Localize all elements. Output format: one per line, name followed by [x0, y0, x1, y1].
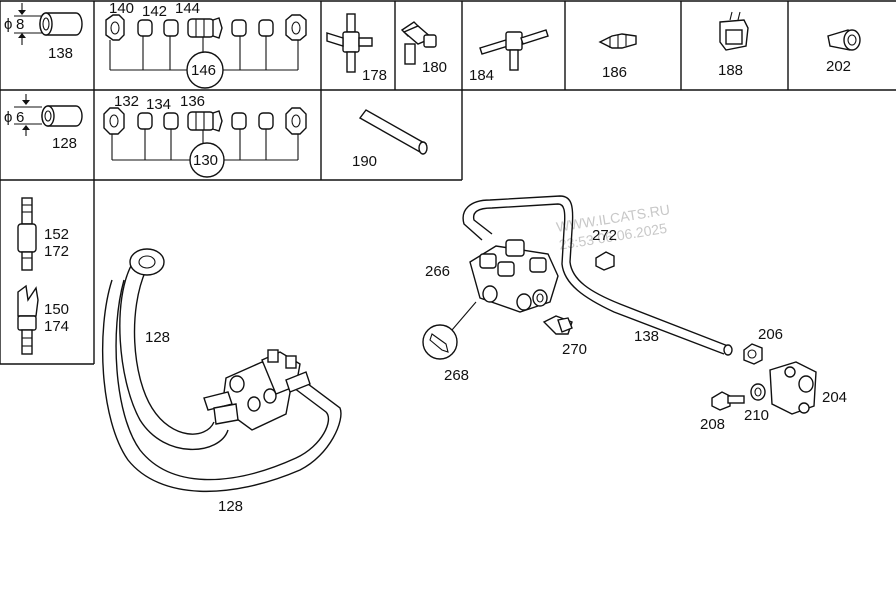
diameter-symbol-row2: ϕ: [4, 109, 12, 126]
bolt-208-label: 208: [700, 416, 725, 433]
connector-184: 184: [469, 29, 549, 84]
bolt-270: 270: [542, 315, 587, 358]
connector-180-label: 180: [422, 59, 447, 76]
diameter-symbol-row1: ϕ: [4, 16, 12, 33]
bolt-208: 208: [700, 391, 745, 433]
washer-210: 210: [744, 383, 769, 424]
union-206-label: 206: [758, 326, 783, 343]
kit-146-label: 146: [191, 62, 216, 79]
part-172-label: 172: [44, 243, 69, 260]
valve-266-label: 266: [425, 263, 450, 280]
valve-266-assembly: 266: [425, 195, 733, 356]
kit-130-label: 130: [193, 152, 218, 169]
fitting-132-label: 132: [114, 93, 139, 110]
bolt-270-label: 270: [562, 341, 587, 358]
tube-190-label: 190: [352, 153, 377, 170]
connector-180: 180: [400, 21, 447, 76]
tube-190: 190: [352, 109, 428, 170]
tube-6mm-cell: ϕ 6 128: [4, 94, 83, 152]
hose-128-lower-label: 128: [218, 498, 243, 515]
part-152-label: 152: [44, 226, 69, 243]
valve-block-assembly: [203, 349, 311, 431]
wrench-268: 268: [422, 301, 477, 384]
fitting-140-label: 140: [109, 0, 134, 17]
parts-table-grid: [0, 0, 896, 365]
bolt-272: 272: [592, 227, 617, 271]
connector-184-label: 184: [469, 67, 494, 84]
fittings-kit-146: 140 142 144 146: [105, 0, 307, 89]
washer-210-label: 210: [744, 407, 769, 424]
tube-8mm-cell: ϕ 8 138: [4, 3, 83, 62]
valve-204: 204: [769, 361, 847, 415]
fitting-136-label: 136: [180, 93, 205, 110]
hose-128-upper-label: 128: [145, 329, 170, 346]
vacuum-hoses-128: 128 128: [101, 248, 342, 515]
line-138-label: 138: [634, 328, 659, 345]
tube-part-128-label: 128: [52, 135, 77, 152]
connector-178-label: 178: [362, 67, 387, 84]
connector-178: 178: [326, 13, 387, 84]
check-valve-150-174: 150 174: [17, 284, 69, 355]
banjo-202-label: 202: [826, 58, 851, 75]
valve-204-label: 204: [822, 389, 847, 406]
banjo-202: 202: [826, 29, 861, 75]
fitting-144-label: 144: [175, 0, 200, 17]
fitting-134-label: 134: [146, 96, 171, 113]
clip-188-label: 188: [718, 62, 743, 79]
bolt-272-label: 272: [592, 227, 617, 244]
check-valve-152-172: 152 172: [17, 197, 69, 271]
tube-part-138-label: 138: [48, 45, 73, 62]
fitting-142-label: 142: [142, 3, 167, 20]
wrench-268-label: 268: [444, 367, 469, 384]
part-174-label: 174: [44, 318, 69, 335]
connector-186-label: 186: [602, 64, 627, 81]
diameter-8-label: 8: [16, 16, 24, 33]
connector-186: 186: [598, 33, 637, 81]
diameter-6-label: 6: [16, 109, 24, 126]
union-206: 206: [743, 326, 783, 365]
clip-188: 188: [718, 11, 749, 79]
part-150-label: 150: [44, 301, 69, 318]
fittings-kit-130: 132 134 136 130: [103, 93, 307, 178]
